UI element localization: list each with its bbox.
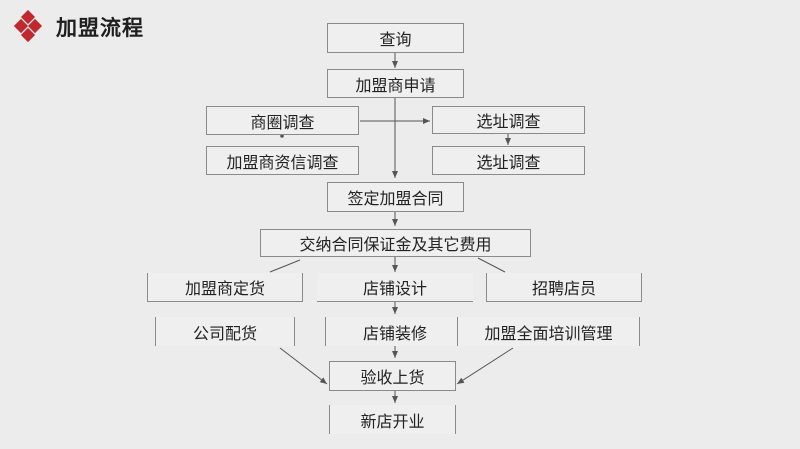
diamond-logo-icon (14, 10, 43, 43)
step-site-survey-2: 选址调查 (432, 146, 585, 175)
line-pay-to-recruit (477, 257, 506, 273)
step-pay-fees: 交纳合同保证金及其它费用 (260, 229, 531, 257)
step-franchisee-credit-survey: 加盟商资信调查 (206, 146, 359, 175)
step-company-ship: 公司配货 (155, 317, 295, 346)
header: 加盟流程 (14, 10, 144, 44)
step-store-design: 店铺设计 (317, 273, 473, 302)
step-trade-area-survey: 商圈调查 (206, 106, 359, 135)
line-pay-to-order (269, 259, 301, 273)
step-query: 查询 (327, 23, 464, 53)
step-acceptance: 验收上货 (329, 361, 456, 391)
page-title: 加盟流程 (56, 16, 144, 40)
step-franchisee-order: 加盟商定货 (147, 273, 303, 302)
step-site-survey-1: 选址调查 (432, 106, 585, 134)
arrow-ship-to-accept (279, 347, 328, 385)
arrow-training-to-accept (456, 347, 514, 385)
step-store-decoration: 店铺装修 (325, 317, 465, 346)
step-sign-contract: 签定加盟合同 (327, 182, 464, 212)
step-apply: 加盟商申请 (327, 69, 464, 98)
step-recruit-staff: 招聘店员 (486, 273, 642, 302)
connector-dot (280, 134, 284, 138)
step-full-training: 加盟全面培训管理 (457, 317, 640, 346)
step-store-opening: 新店开业 (329, 405, 456, 434)
